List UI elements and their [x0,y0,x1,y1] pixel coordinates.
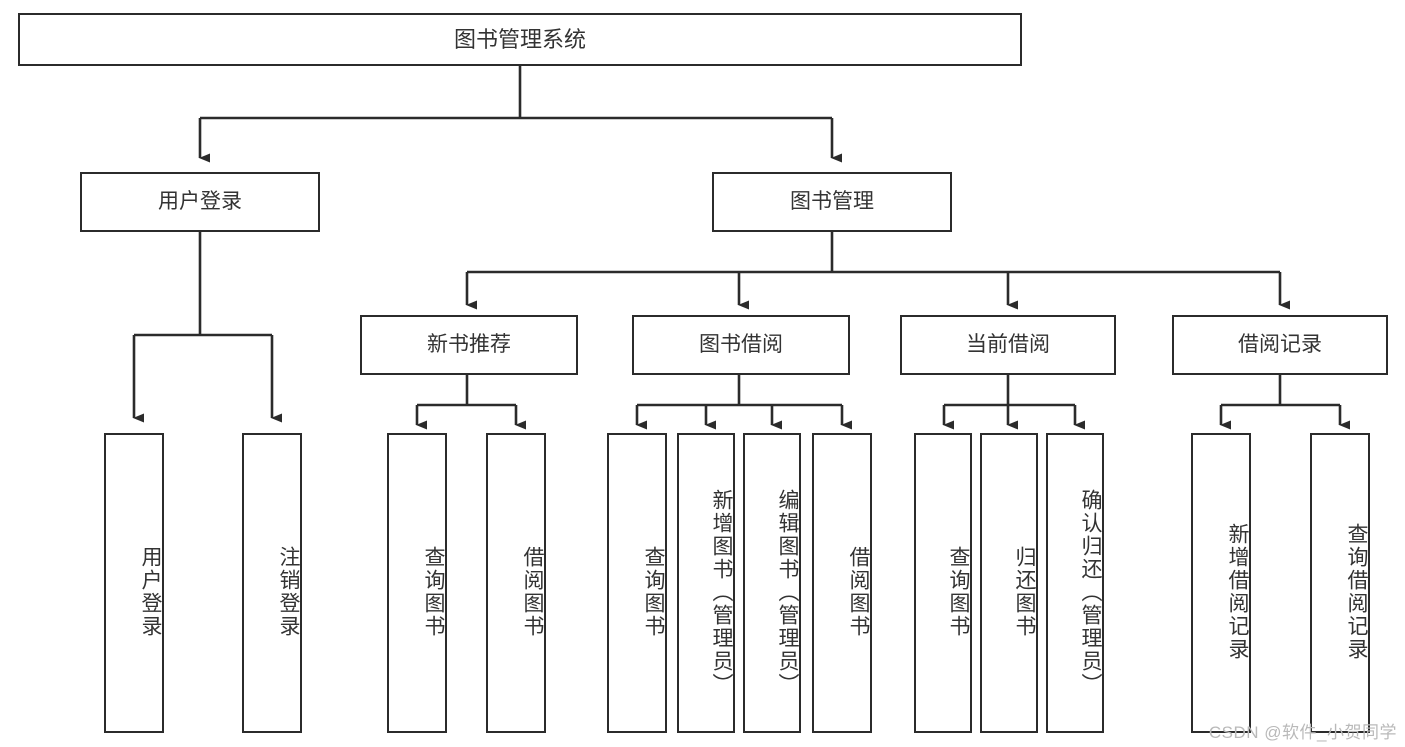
node-label: 用户登录 [158,189,242,213]
leaf-recommend-borrow-book[interactable]: 借阅图书 [486,433,546,733]
leaf-borrow-borrow-book[interactable]: 借阅图书 [812,433,872,733]
node-label: 图书管理系统 [453,26,586,52]
node-label: 当前借阅 [966,332,1050,356]
node-label: 查询图书 [642,546,665,638]
leaf-record-add-record[interactable]: 新增借阅记录 [1191,433,1251,733]
leaf-user-login-logout[interactable]: 注销登录 [242,433,302,733]
leaf-borrow-query-book[interactable]: 查询图书 [607,433,667,733]
node-label: 查询图书 [947,546,970,638]
leaf-borrow-edit-book-admin[interactable]: 编辑图书（管理员） [743,433,801,733]
node-label: 用户登录 [139,546,162,638]
node-root-book-management-system[interactable]: 图书管理系统 [18,13,1022,66]
node-label: 编辑图书（管理员） [776,488,799,696]
leaf-user-login-login[interactable]: 用户登录 [104,433,164,733]
node-borrow-record[interactable]: 借阅记录 [1172,315,1388,375]
node-label: 查询借阅记录 [1345,523,1368,661]
node-book-management[interactable]: 图书管理 [712,172,952,232]
node-label: 新增图书（管理员） [710,488,733,696]
leaf-current-query-book[interactable]: 查询图书 [914,433,972,733]
leaf-recommend-query-book[interactable]: 查询图书 [387,433,447,733]
node-label: 注销登录 [277,546,300,638]
watermark-text: CSDN @软件_小贺同学 [1208,723,1397,742]
leaf-record-query-record[interactable]: 查询借阅记录 [1310,433,1370,733]
leaf-current-return-book[interactable]: 归还图书 [980,433,1038,733]
node-label: 借阅记录 [1238,332,1322,356]
node-current-borrow[interactable]: 当前借阅 [900,315,1116,375]
node-label: 借阅图书 [847,546,870,638]
node-book-borrow[interactable]: 图书借阅 [632,315,850,375]
leaf-borrow-add-book-admin[interactable]: 新增图书（管理员） [677,433,735,733]
node-label: 新增借阅记录 [1226,523,1249,661]
node-label: 归还图书 [1013,546,1036,638]
node-label: 图书管理 [790,189,874,213]
node-label: 新书推荐 [427,332,511,356]
leaf-current-confirm-return-admin[interactable]: 确认归还（管理员） [1046,433,1104,733]
node-label: 查询图书 [422,546,445,638]
node-user-login[interactable]: 用户登录 [80,172,320,232]
node-label: 借阅图书 [521,546,544,638]
node-label: 图书借阅 [699,332,783,356]
node-label: 确认归还（管理员） [1079,488,1102,696]
node-new-book-recommend[interactable]: 新书推荐 [360,315,578,375]
